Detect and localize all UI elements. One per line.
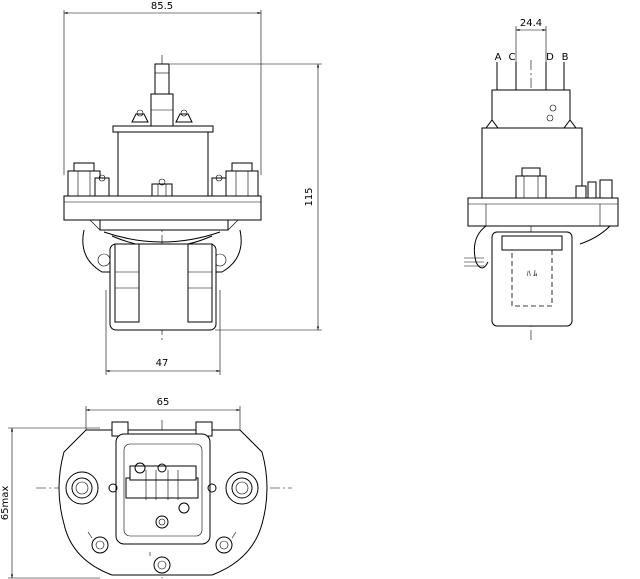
side-coil: ﾊ ﾑ (491, 231, 573, 327)
terminal-bar (125, 465, 199, 500)
side-base-plate (467, 197, 619, 227)
dim-label-85-5: 85.5 (151, 1, 173, 12)
svg-text:ﾊ ﾑ: ﾊ ﾑ (527, 269, 538, 278)
left-bolt (65, 471, 118, 505)
dim-label-24-4: 24.4 (520, 18, 542, 29)
dimension-24-4: 24.4 (515, 18, 547, 66)
auxiliary-block (491, 89, 571, 129)
left-mount-ear (82, 229, 118, 273)
left-terminal (67, 162, 110, 197)
dimension-85-5: 85.5 (63, 1, 262, 175)
dimension-65max: 65max (0, 427, 100, 579)
dim-label-65max: 65max (0, 486, 11, 521)
upper-sleeve (150, 93, 174, 131)
side-view: 24.4 A C D B (464, 18, 619, 340)
dimension-115: 115 (170, 63, 322, 331)
right-bolt (207, 471, 259, 505)
base-plate (63, 195, 262, 221)
bottom-view: 65 65max (0, 397, 292, 579)
terminal-label-c: C (509, 52, 516, 63)
right-terminal (211, 162, 259, 197)
front-view: 85.5 115 47 (63, 1, 322, 375)
dim-label-65: 65 (157, 397, 170, 408)
dimension-47: 47 (105, 290, 221, 375)
dim-label-115: 115 (304, 187, 315, 206)
terminal-label-d: D (546, 52, 554, 63)
coil-body (109, 243, 217, 331)
wire-right (579, 225, 611, 245)
terminal-label-a: A (495, 52, 502, 63)
top-shaft (154, 63, 170, 95)
terminal-label-b: B (562, 52, 569, 63)
dim-label-47: 47 (156, 358, 169, 369)
right-mount-ear (208, 229, 242, 273)
